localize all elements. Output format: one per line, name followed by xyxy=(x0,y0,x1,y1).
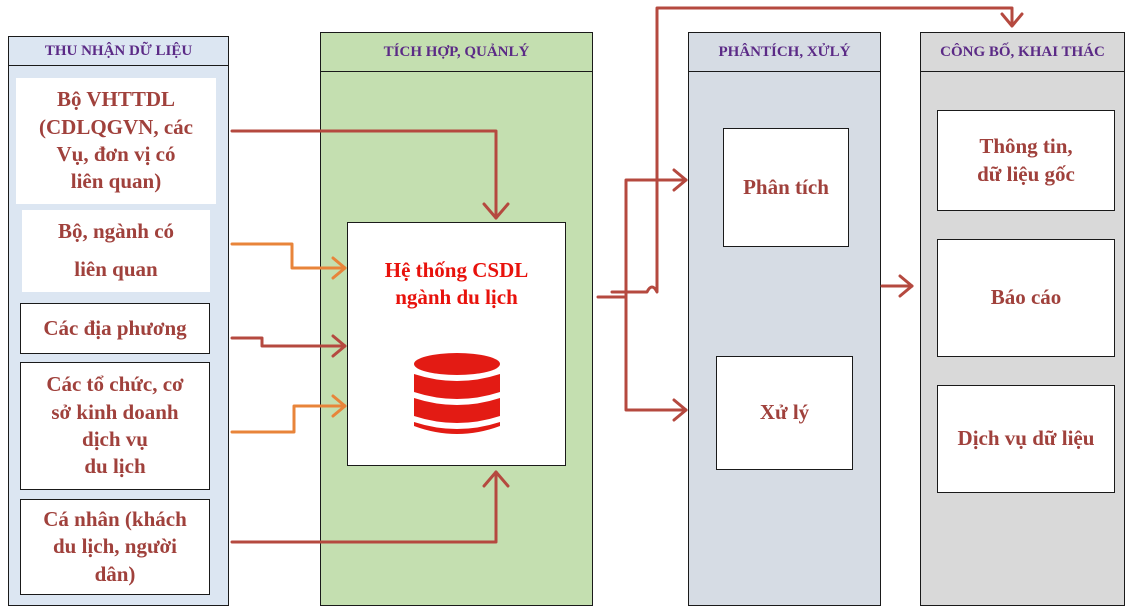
source-line: Bộ, ngành có xyxy=(57,219,175,244)
processing-label: Xử lý xyxy=(759,400,810,425)
source-ministry-culture: Bộ VHTTDL (CDLQGVN, các Vụ, đơn vị có li… xyxy=(16,78,216,204)
integration-header: TÍCH HỢP, QUẢNLÝ xyxy=(320,32,593,72)
output-original-data: Thông tin, dữ liệu gốc xyxy=(937,110,1115,211)
source-line: du lịch, người xyxy=(52,534,178,559)
source-line: dân) xyxy=(94,561,136,586)
arrowhead xyxy=(672,168,688,192)
source-line: liên quan) xyxy=(70,169,162,194)
analysis-column xyxy=(688,32,881,606)
source-line: Bộ VHTTDL xyxy=(56,87,176,112)
arrowhead xyxy=(672,398,688,422)
output-reports: Báo cáo xyxy=(937,239,1115,357)
source-line: (CDLQGVN, các xyxy=(39,114,193,139)
source-related-ministries: Bộ, ngành có liên quan xyxy=(22,210,210,292)
source-line: dịch vụ xyxy=(82,427,148,451)
source-localities: Các địa phương xyxy=(20,303,210,354)
analysis-label: Phân tích xyxy=(743,174,829,199)
source-line: sở kinh doanh xyxy=(51,399,179,424)
output-line: Thông tin, xyxy=(979,134,1073,159)
arrowhead xyxy=(898,274,914,298)
source-line: Các địa phương xyxy=(43,315,187,340)
central-title-line: ngành du lịch xyxy=(395,285,518,310)
central-title-line: Hệ thống CSDL xyxy=(384,258,529,282)
tourism-database-system: Hệ thống CSDL ngành du lịch xyxy=(347,222,566,466)
processing-box: Xử lý xyxy=(716,356,853,470)
arrow-system-to-analysis xyxy=(596,178,688,299)
analysis-header: PHÂNTÍCH, XỬLÝ xyxy=(688,32,881,72)
acquisition-header: THU NHẬN DỮ LIỆU xyxy=(8,36,229,66)
source-line: Các tổ chức, cơ xyxy=(46,372,184,397)
output-line: dữ liệu gốc xyxy=(977,161,1075,186)
source-individuals: Cá nhân (khách du lịch, người dân) xyxy=(20,499,210,595)
source-line: Cá nhân (khách xyxy=(43,507,187,532)
source-line: Vụ, đơn vị có xyxy=(56,142,176,166)
output-data-services: Dịch vụ dữ liệu xyxy=(937,385,1115,493)
source-tourism-businesses: Các tổ chức, cơ sở kinh doanh dịch vụ du… xyxy=(20,362,210,490)
source-line: liên quan xyxy=(74,257,158,281)
arrowhead xyxy=(1000,12,1024,28)
output-line: Báo cáo xyxy=(990,285,1062,310)
arrow-system-to-processing xyxy=(624,295,688,412)
database-icon xyxy=(413,352,501,445)
source-line: du lịch xyxy=(84,454,146,479)
publishing-header: CÔNG BỐ, KHAI THÁC xyxy=(920,32,1125,72)
analysis-box: Phân tích xyxy=(723,128,849,247)
output-line: Dịch vụ dữ liệu xyxy=(957,426,1095,451)
